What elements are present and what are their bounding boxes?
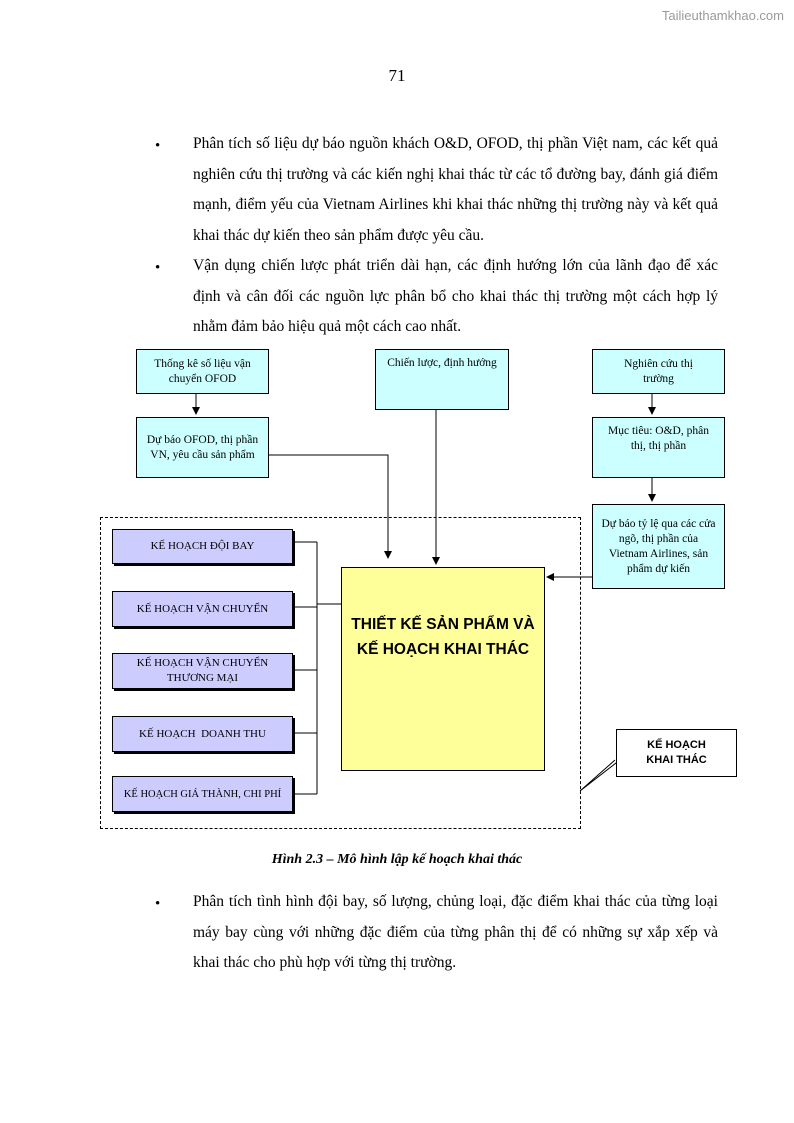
figure-caption: Hình 2.3 – Mô hình lập kế hoạch khai thá… bbox=[271, 852, 523, 867]
research-box-label: Nghiên cứu thị trường bbox=[624, 357, 693, 385]
forecast-box: Dự báo OFOD, thị phần VN, yêu cầu sản ph… bbox=[136, 417, 269, 478]
stats-box-label: Thống kê số liệu vận chuyển OFOD bbox=[154, 357, 251, 385]
plan-box-label: KẾ HOẠCH GIÁ THÀNH, CHI PHÍ bbox=[123, 788, 282, 800]
paragraph-2: Vận dụng chiến lược phát triển dài hạn, … bbox=[193, 257, 718, 335]
bullet-marker: • bbox=[155, 896, 161, 912]
strategy-box-label: Chiến lược, định hướng bbox=[387, 357, 497, 369]
plan-box-revenue: KẾ HOẠCH DOANH THU bbox=[112, 716, 293, 752]
watermark: Tailieuthamkhao.com bbox=[661, 8, 784, 23]
legend-callout: KẾ HOẠCH KHAI THÁC bbox=[616, 729, 737, 777]
plan-group-frame bbox=[100, 517, 581, 829]
plan-box-cost: KẾ HOẠCH GIÁ THÀNH, CHI PHÍ bbox=[112, 776, 293, 812]
forecast-box-label: Dự báo OFOD, thị phần VN, yêu cầu sản ph… bbox=[146, 433, 259, 461]
plan-box-transport: KẾ HOẠCH VẬN CHUYỂN bbox=[112, 591, 293, 627]
strategy-box: Chiến lược, định hướng bbox=[375, 349, 509, 410]
ratio-box: Dự báo tỷ lệ qua các cửa ngõ, thị phần c… bbox=[592, 504, 725, 589]
bullet-marker: • bbox=[155, 138, 161, 154]
stats-box: Thống kê số liệu vận chuyển OFOD bbox=[136, 349, 269, 394]
center-box: THIẾT KẾ SẢN PHẨM VÀ KẾ HOẠCH KHAI THÁC bbox=[341, 567, 545, 771]
plan-box-label: KẾ HOẠCH DOANH THU bbox=[139, 727, 266, 740]
target-box-label: Mục tiêu: O&D, phân thị, thị phần bbox=[608, 425, 709, 452]
page-number: 71 bbox=[388, 66, 406, 85]
research-box: Nghiên cứu thị trường bbox=[592, 349, 725, 394]
plan-box-label: KẾ HOẠCH ĐỘI BAY bbox=[150, 540, 255, 552]
plan-box-commercial-transport: KẾ HOẠCH VẬN CHUYỂN THƯƠNG MẠI bbox=[112, 653, 293, 689]
legend-callout-label: KẾ HOẠCH KHAI THÁC bbox=[646, 739, 707, 766]
ratio-box-label: Dự báo tỷ lệ qua các cửa ngõ, thị phần c… bbox=[601, 517, 716, 575]
plan-box-fleet: KẾ HOẠCH ĐỘI BAY bbox=[112, 529, 293, 564]
paragraph-1: Phân tích số liệu dự báo nguồn khách O&D… bbox=[193, 135, 718, 244]
bullet-marker: • bbox=[155, 260, 161, 276]
plan-box-label: KẾ HOẠCH VẬN CHUYỂN THƯƠNG MẠI bbox=[136, 657, 269, 684]
plan-box-label: KẾ HOẠCH VẬN CHUYỂN bbox=[136, 602, 269, 615]
center-box-label: THIẾT KẾ SẢN PHẨM VÀ KẾ HOẠCH KHAI THÁC bbox=[351, 616, 535, 658]
target-box: Mục tiêu: O&D, phân thị, thị phần bbox=[592, 417, 725, 478]
paragraph-3: Phân tích tình hình đội bay, số lượng, c… bbox=[193, 893, 718, 971]
